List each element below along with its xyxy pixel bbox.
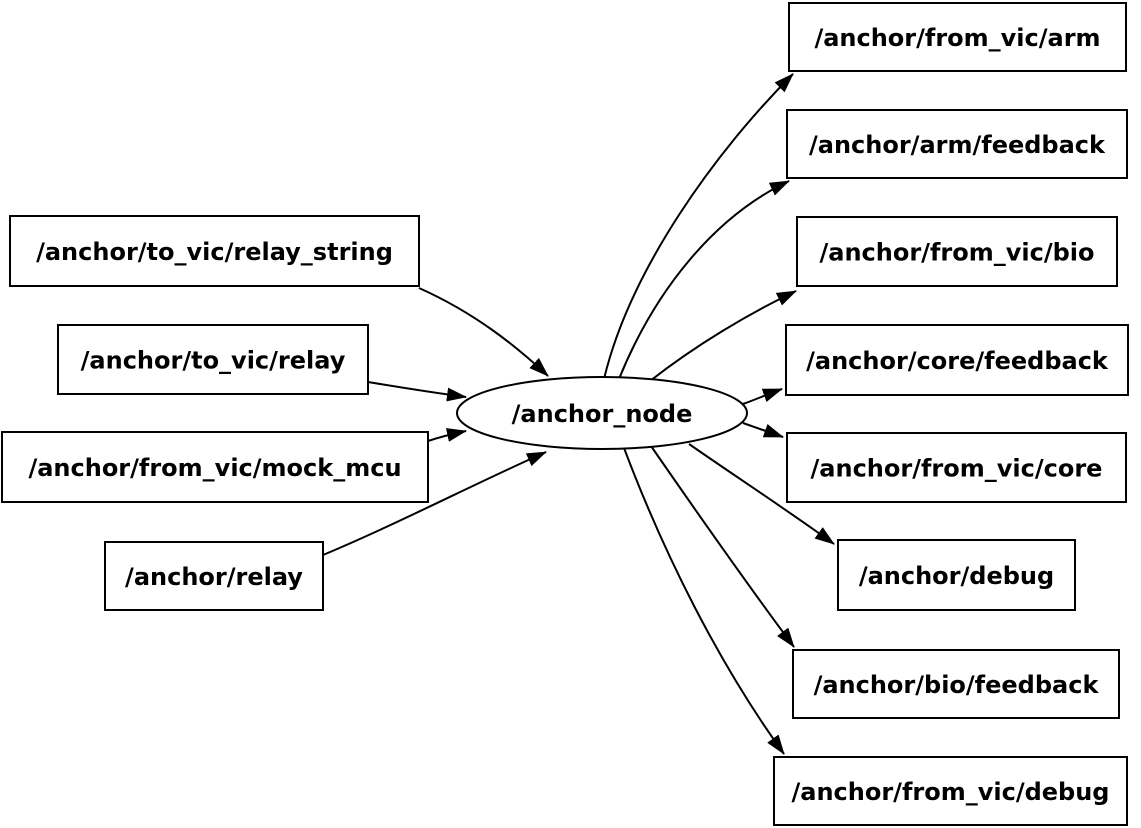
topic-box: [773, 756, 1128, 826]
topic-label: /anchor/from_vic/debug: [792, 778, 1110, 806]
topic-box: [788, 2, 1127, 72]
topic-box: [785, 324, 1129, 396]
edge-anchor-node-to-anchor-from-vic-debug: [623, 447, 785, 755]
topic-label: /anchor/arm/feedback: [809, 131, 1106, 159]
topic-box: [1, 431, 429, 503]
topic-node-anchor-arm-feedback: /anchor/arm/feedback: [786, 109, 1128, 179]
topic-label: /anchor/from_vic/core: [811, 455, 1103, 483]
edge-anchor-node-to-anchor-bio-feedback: [650, 445, 795, 648]
topic-node-anchor-core-feedback: /anchor/core/feedback: [785, 324, 1129, 396]
topic-node-anchor-from-vic-core: /anchor/from_vic/core: [786, 432, 1127, 503]
topic-node-anchor-relay: /anchor/relay: [104, 541, 324, 611]
ros-node-label: /anchor_node: [512, 400, 693, 428]
topic-label: /anchor/core/feedback: [806, 347, 1109, 375]
topic-node-anchor-from-vic-mock-mcu: /anchor/from_vic/mock_mcu: [1, 431, 429, 503]
edge-anchor-to-vic-relay-to-anchor-node: [367, 381, 467, 402]
ros-node-ellipse: [456, 376, 748, 450]
topic-box: [786, 109, 1128, 179]
topic-node-anchor-debug: /anchor/debug: [837, 539, 1076, 611]
topic-label: /anchor/relay: [125, 563, 303, 591]
edge-anchor-node-to-anchor-core-feedback: [742, 388, 783, 405]
topic-box: [786, 432, 1127, 503]
edge-anchor-to-vic-relay-string-to-anchor-node: [418, 287, 549, 377]
topic-box: [57, 324, 369, 395]
topic-box: [792, 649, 1120, 719]
topic-node-anchor-to-vic-relay-string: /anchor/to_vic/relay_string: [9, 215, 420, 287]
topic-node-anchor-from-vic-arm: /anchor/from_vic/arm: [788, 2, 1127, 72]
topic-node-anchor-bio-feedback: /anchor/bio/feedback: [792, 649, 1120, 719]
topic-label: /anchor/from_vic/bio: [820, 239, 1095, 267]
topic-label: /anchor/to_vic/relay: [81, 347, 346, 375]
edge-anchor-node-to-anchor-from-vic-bio: [649, 290, 797, 382]
topic-label: /anchor/from_vic/arm: [814, 24, 1100, 52]
topic-node-anchor-to-vic-relay: /anchor/to_vic/relay: [57, 324, 369, 395]
topic-node-anchor-from-vic-bio: /anchor/from_vic/bio: [796, 216, 1118, 287]
topic-box: [796, 216, 1118, 287]
topic-box: [104, 541, 324, 611]
topic-label: /anchor/bio/feedback: [814, 671, 1100, 699]
edge-anchor-node-to-anchor-from-vic-arm: [603, 73, 794, 380]
topic-box: [9, 215, 420, 287]
edge-anchor-node-to-anchor-debug: [688, 443, 835, 545]
topic-label: /anchor/from_vic/mock_mcu: [28, 454, 401, 482]
edge-anchor-relay-to-anchor-node: [322, 451, 547, 556]
edge-anchor-from-vic-mock-mcu-to-anchor-node: [427, 428, 467, 442]
topic-box: [837, 539, 1076, 611]
topic-node-anchor-from-vic-debug: /anchor/from_vic/debug: [773, 756, 1128, 826]
edge-anchor-node-to-anchor-arm-feedback: [618, 180, 790, 380]
edge-anchor-node-to-anchor-from-vic-core: [742, 422, 784, 438]
topic-label: /anchor/debug: [859, 562, 1054, 590]
ros-node-anchor-node: /anchor_node: [456, 376, 748, 450]
topic-label: /anchor/to_vic/relay_string: [36, 238, 393, 266]
